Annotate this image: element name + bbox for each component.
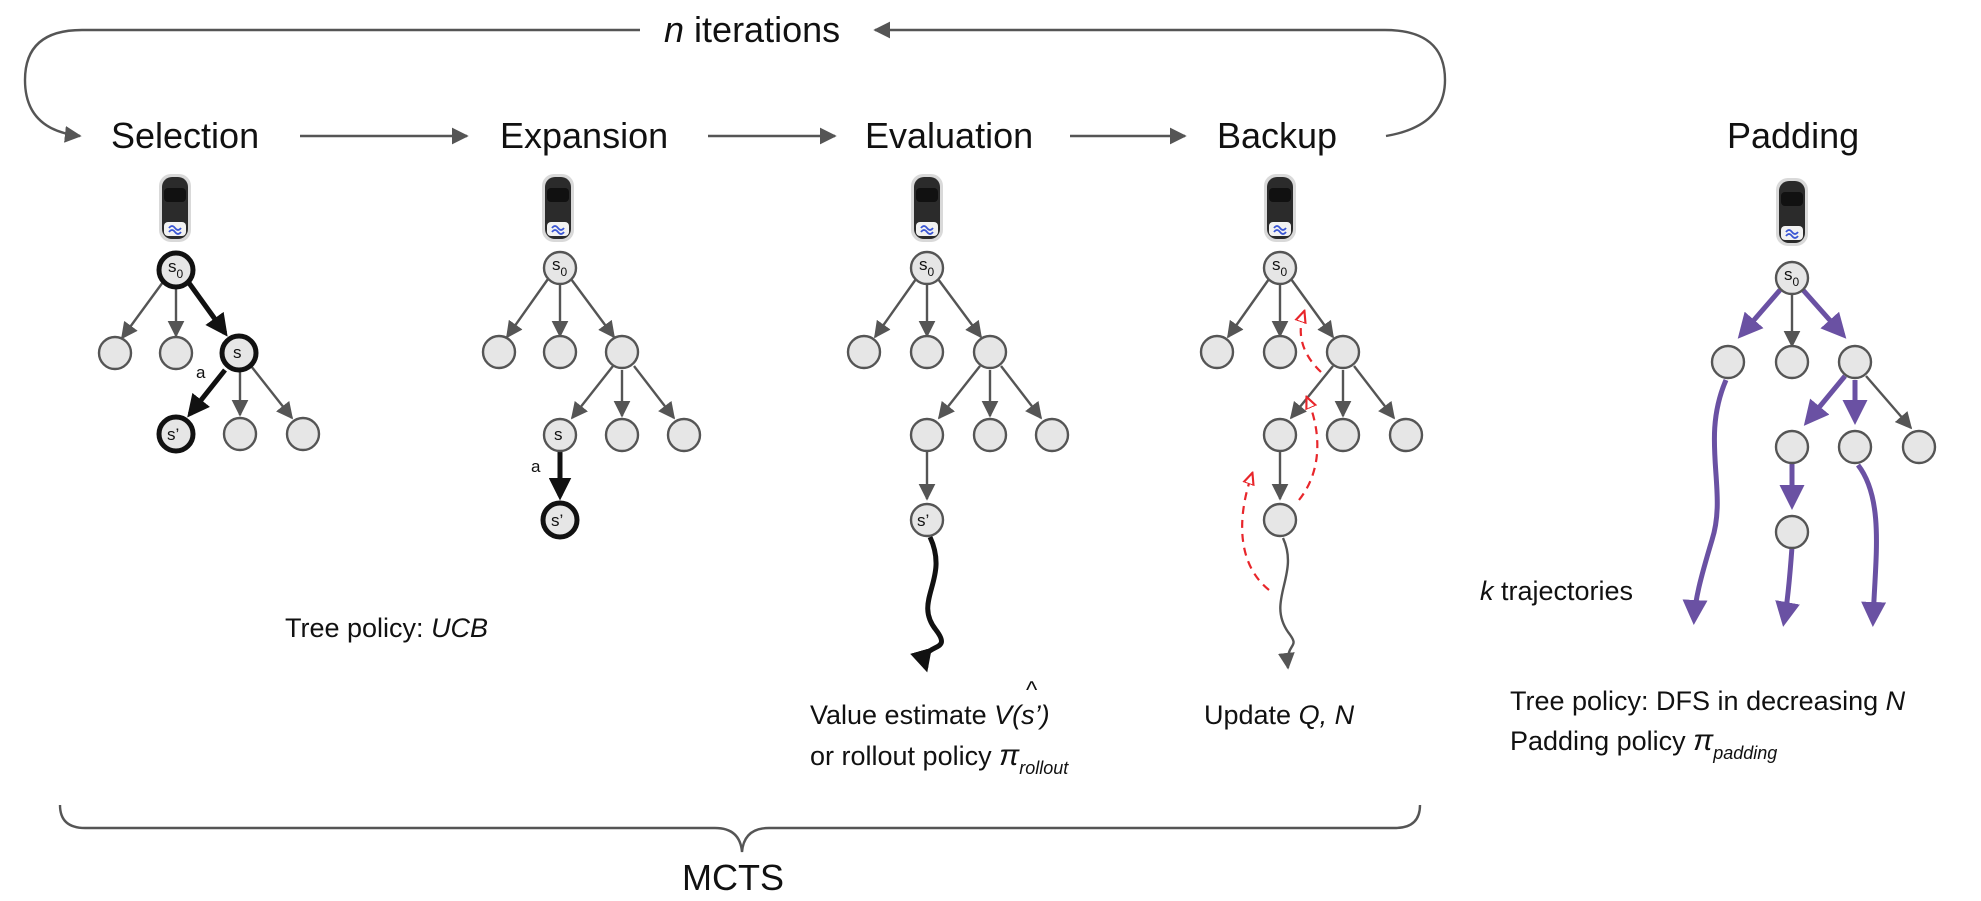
svg-text:Value estimate V(s’): Value estimate V(s’) [810, 700, 1050, 730]
tree-node [481, 334, 517, 370]
stage-title-expansion: Expansion [500, 115, 668, 156]
tree-node [1774, 514, 1810, 550]
stage-title-backup: Backup [1217, 115, 1337, 156]
padding-note: Tree policy: DFS in decreasing N Padding… [1510, 686, 1906, 763]
tree-node [604, 334, 640, 370]
backup-tree: s0 [1199, 250, 1424, 670]
node-label: s0 [1784, 265, 1800, 289]
selection-tree: s0 s a s’ [97, 250, 321, 454]
car-icon [1775, 177, 1809, 247]
tree-node [1034, 417, 1070, 453]
tree-node [156, 250, 196, 290]
tree-node [1325, 417, 1361, 453]
evaluation-tree: s0 s’ [846, 250, 1070, 673]
tree-node [1837, 429, 1873, 465]
node-label: s [554, 425, 563, 444]
tree-node [1199, 334, 1235, 370]
tree-node [285, 416, 321, 452]
hat-symbol: ^ [1026, 677, 1038, 704]
svg-text:or rollout policy πrollout: or rollout policy πrollout [810, 739, 1069, 778]
node-label: s0 [1272, 255, 1288, 279]
tree-node [156, 414, 196, 454]
tree-node [909, 250, 945, 286]
action-label: a [196, 363, 206, 382]
tree-node [1325, 334, 1361, 370]
tree-node [1262, 250, 1298, 286]
tree-node [1262, 417, 1298, 453]
tree-node [666, 417, 702, 453]
node-label: s0 [168, 257, 184, 281]
backup-note: Update Q, N [1204, 700, 1355, 730]
iteration-loop: n iterations [23, 9, 1447, 143]
node-label: s0 [552, 255, 568, 279]
node-label: s [233, 343, 242, 362]
tree-node [97, 335, 133, 371]
svg-text:Tree policy: DFS in decreasing: Tree policy: DFS in decreasing N [1510, 686, 1906, 716]
mcts-brace: MCTS [58, 804, 1422, 898]
tree-node [542, 417, 578, 453]
tree-node [1774, 429, 1810, 465]
tree-node [219, 333, 259, 373]
car-icon [1263, 173, 1297, 243]
tree-node [604, 417, 640, 453]
node-label: s’ [917, 511, 929, 530]
car-icon [158, 173, 192, 243]
tree-node [1388, 417, 1424, 453]
trajectories-label: k trajectories [1480, 576, 1633, 606]
mcts-label: MCTS [682, 857, 784, 898]
tree-node [542, 334, 578, 370]
stage-title-selection: Selection [111, 115, 259, 156]
loop-label: n iterations [664, 9, 840, 50]
tree-node [1262, 502, 1298, 538]
tree-node [1262, 334, 1298, 370]
tree-node [972, 417, 1008, 453]
node-label: s’ [167, 425, 179, 444]
node-label: s’ [551, 511, 563, 530]
tree-node [972, 334, 1008, 370]
tree-node [222, 416, 258, 452]
tree-node [909, 334, 945, 370]
stage-title-padding: Padding [1727, 115, 1859, 156]
expansion-tree: s0 s a s’ [481, 250, 702, 540]
evaluation-note: Value estimate V(s’) ^ or rollout policy… [810, 677, 1069, 778]
car-icon [541, 173, 575, 243]
node-label: s0 [919, 255, 935, 279]
tree-node [1710, 344, 1746, 380]
selection-note: Tree policy: UCB [285, 613, 488, 643]
tree-node [909, 417, 945, 453]
tree-node [540, 500, 580, 540]
tree-node [1901, 429, 1937, 465]
action-label: a [531, 457, 541, 476]
tree-node [1837, 344, 1873, 380]
tree-node [542, 250, 578, 286]
tree-node [846, 334, 882, 370]
padding-tree: s0 [1682, 260, 1937, 627]
tree-node [909, 502, 945, 538]
stage-title-evaluation: Evaluation [865, 115, 1033, 156]
car-icon [910, 173, 944, 243]
tree-node [1774, 260, 1810, 296]
tree-node [1774, 344, 1810, 380]
tree-node [158, 335, 194, 371]
svg-text:Padding policy πpadding: Padding policy πpadding [1510, 724, 1777, 763]
